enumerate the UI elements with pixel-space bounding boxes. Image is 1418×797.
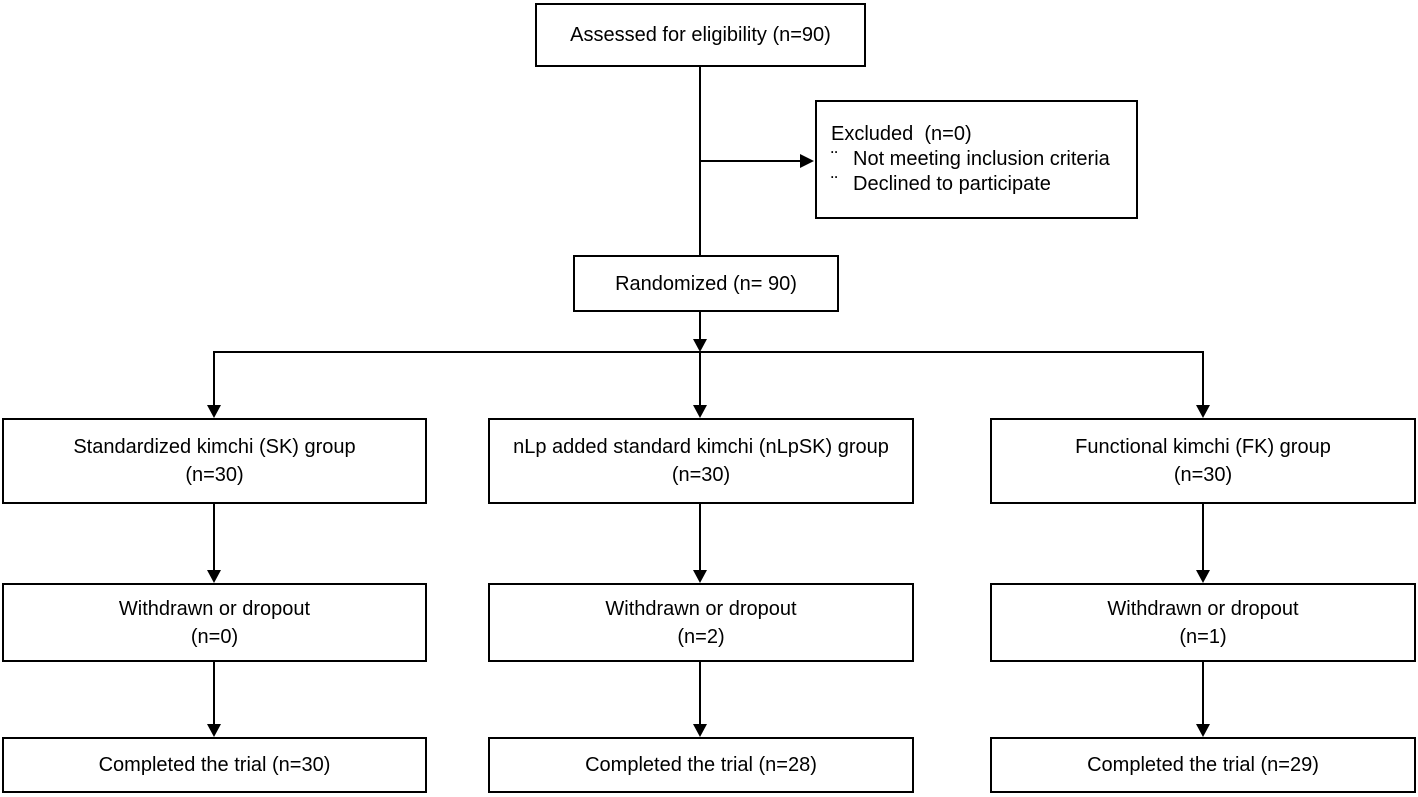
arrowhead-sk-withdrawn — [207, 570, 221, 583]
arrowhead-fk — [1196, 405, 1210, 418]
withdrawn-n: (n=0) — [190, 625, 239, 648]
box-randomized: Randomized (n= 90) — [573, 255, 839, 312]
excluded-item: ¨ Not meeting inclusion criteria — [831, 147, 1110, 172]
box-group-nlpsk: nLp added standard kimchi (nLpSK) group … — [488, 418, 914, 504]
box-assessed-eligibility: Assessed for eligibility (n=90) — [535, 3, 866, 67]
box-excluded: Excluded (n=0) ¨ Not meeting inclusion c… — [815, 100, 1138, 219]
box-group-sk: Standardized kimchi (SK) group (n=30) — [2, 418, 427, 504]
assessed-label: Assessed for eligibility (n=90) — [570, 24, 831, 46]
box-group-fk: Functional kimchi (FK) group (n=30) — [990, 418, 1416, 504]
group-name: nLp added standard kimchi (nLpSK) group — [513, 436, 889, 458]
bullet-icon: ¨ — [831, 173, 838, 195]
group-n: (n=30) — [1173, 464, 1233, 486]
arrowhead-nlpsk-completed — [693, 724, 707, 737]
arrowhead-sk — [207, 405, 221, 418]
box-withdrawn-nlpsk: Withdrawn or dropout (n=2) — [488, 583, 914, 662]
withdrawn-name: Withdrawn or dropout — [605, 597, 797, 620]
bullet-icon: ¨ — [831, 148, 838, 170]
arrowhead-branch-junction — [693, 339, 707, 352]
excluded-item-label: Not meeting inclusion criteria — [853, 148, 1110, 170]
arrowhead-fk-completed — [1196, 724, 1210, 737]
excluded-item: ¨ Declined to participate — [831, 172, 1051, 197]
group-n: (n=30) — [671, 464, 731, 486]
box-completed-sk: Completed the trial (n=30) — [2, 737, 427, 793]
group-n: (n=30) — [185, 464, 244, 486]
box-withdrawn-fk: Withdrawn or dropout (n=1) — [990, 583, 1416, 662]
arrowhead-sk-completed — [207, 724, 221, 737]
group-name: Functional kimchi (FK) group — [1075, 436, 1331, 458]
completed-label: Completed the trial (n=28) — [585, 754, 817, 776]
box-completed-nlpsk: Completed the trial (n=28) — [488, 737, 914, 793]
group-name: Standardized kimchi (SK) group — [73, 436, 356, 458]
withdrawn-n: (n=1) — [1179, 625, 1227, 648]
withdrawn-n: (n=2) — [677, 625, 725, 648]
withdrawn-name: Withdrawn or dropout — [1107, 597, 1299, 620]
box-withdrawn-sk: Withdrawn or dropout (n=0) — [2, 583, 427, 662]
completed-label: Completed the trial (n=30) — [98, 754, 331, 776]
excluded-item-label: Declined to participate — [853, 173, 1051, 195]
randomized-label: Randomized (n= 90) — [615, 272, 797, 295]
arrowhead-fk-withdrawn — [1196, 570, 1210, 583]
box-completed-fk: Completed the trial (n=29) — [990, 737, 1416, 793]
arrowhead-excluded — [800, 154, 814, 168]
completed-label: Completed the trial (n=29) — [1087, 754, 1319, 776]
withdrawn-name: Withdrawn or dropout — [118, 597, 311, 620]
excluded-title: Excluded (n=0) — [831, 123, 972, 145]
arrowhead-nlpsk — [693, 405, 707, 418]
arrowhead-nlpsk-withdrawn — [693, 570, 707, 583]
